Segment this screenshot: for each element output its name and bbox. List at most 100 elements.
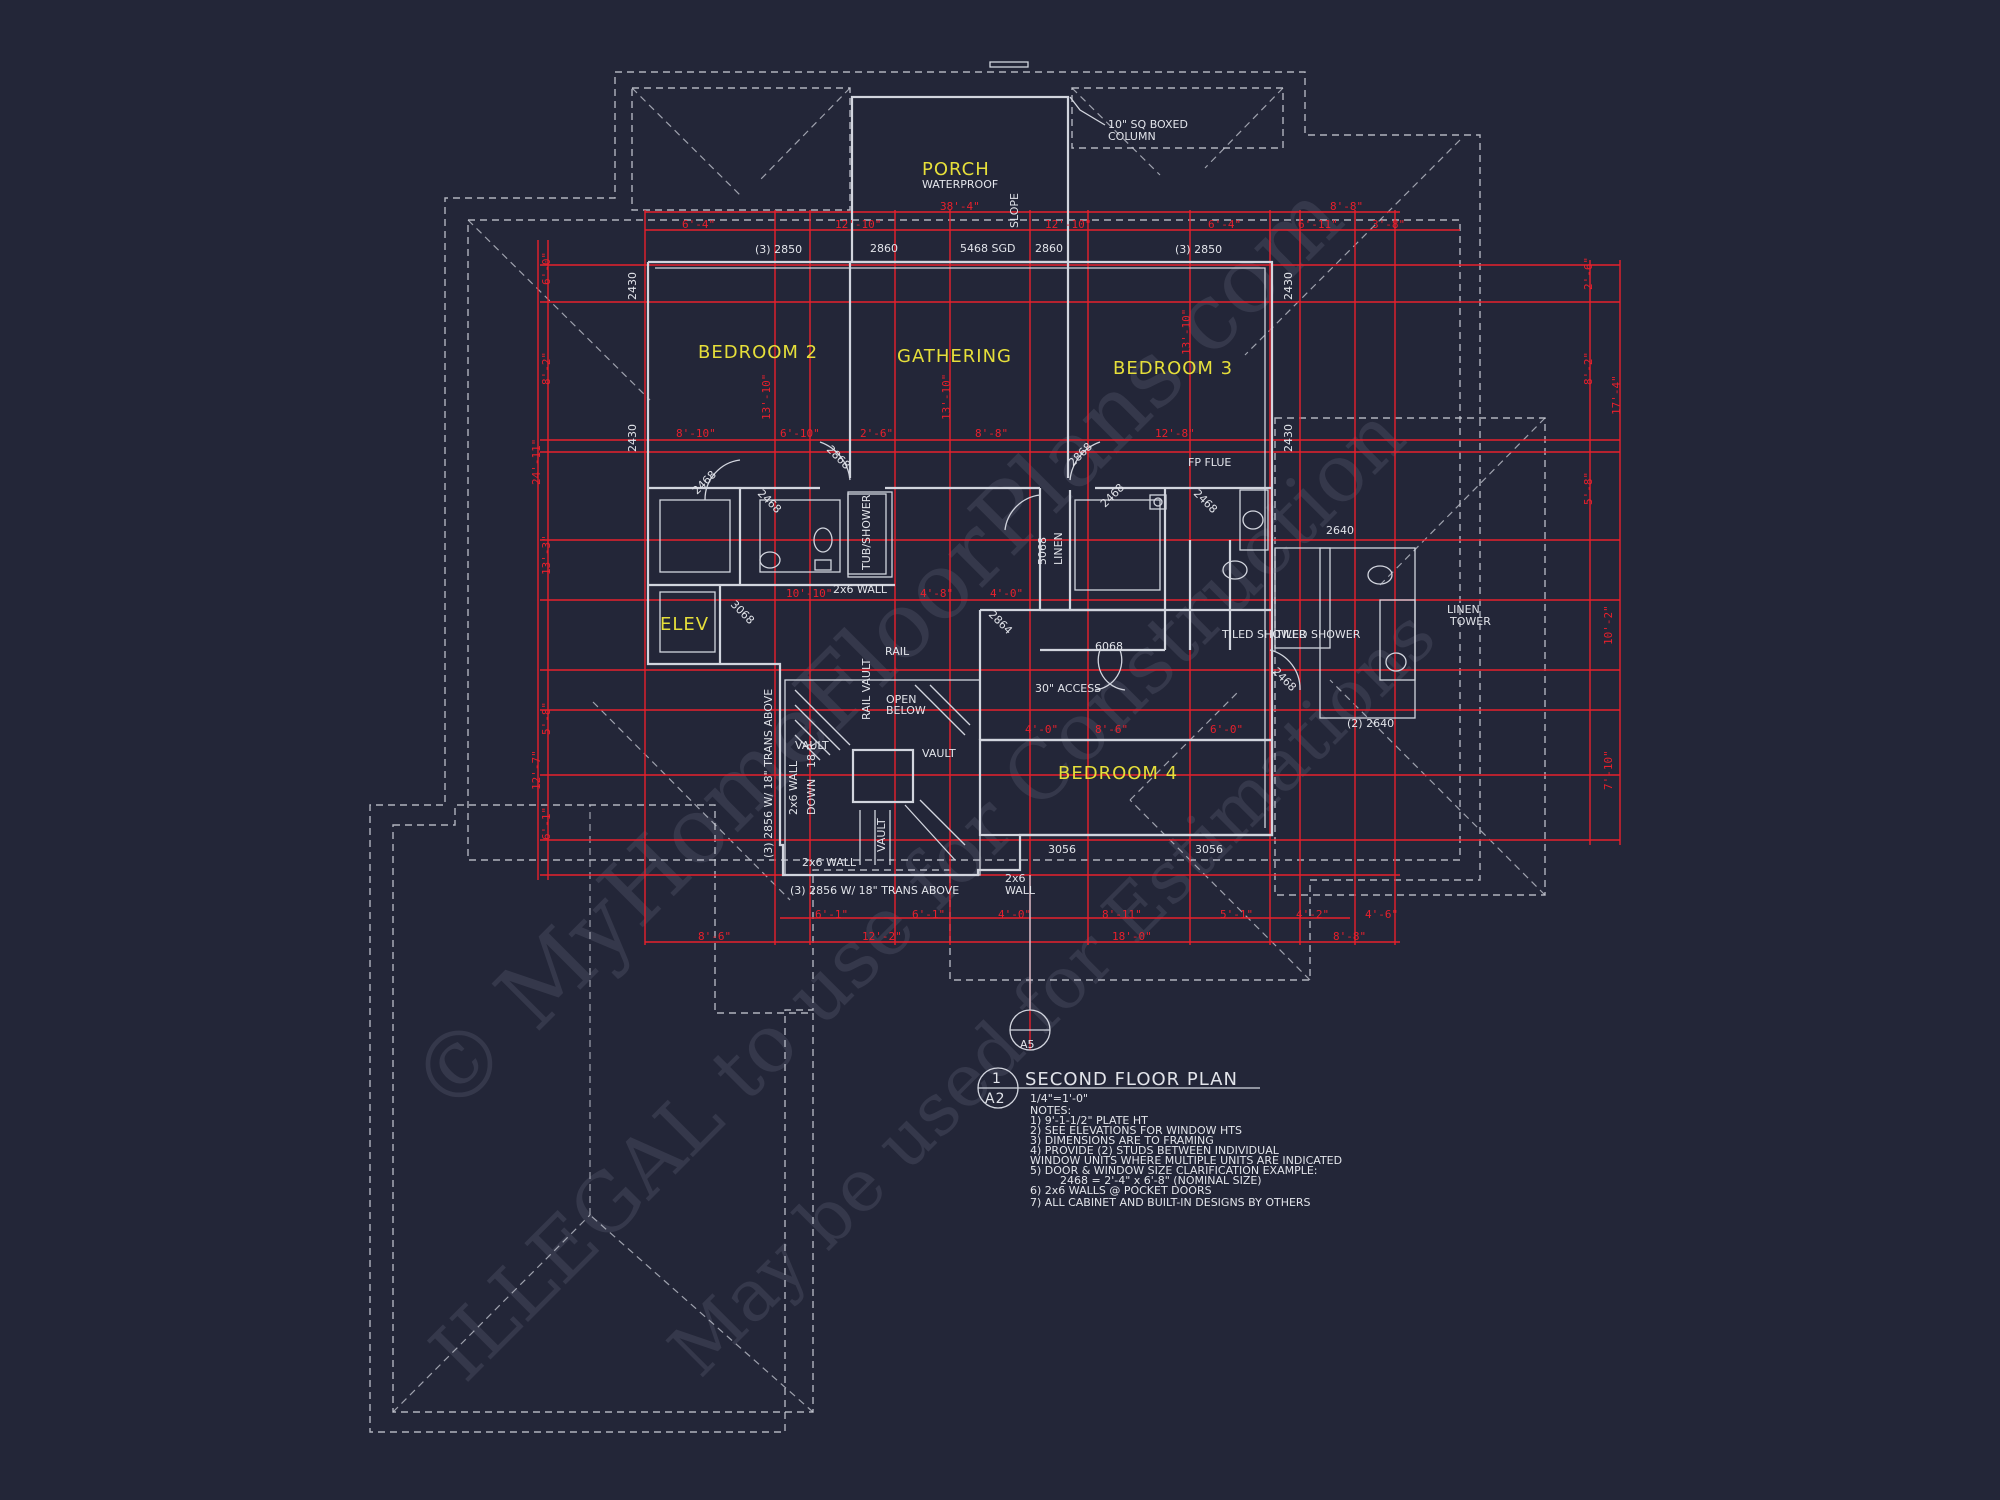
tub-shower-icon [847,493,887,575]
note-line: 1) 9'-1-1/2" PLATE HT [1030,1114,1148,1127]
note-line: 6) 2x6 WALLS @ POCKET DOORS [1030,1184,1212,1197]
sink-icon-2 [1242,510,1264,530]
room-sublabel-porch: WATERPROOF [922,178,998,191]
dim-label: 13'-10" [760,374,773,420]
window-tag: 3056 [1048,843,1076,856]
dim-label: 4'-0" [998,908,1031,921]
dim-label: 7'-10" [1602,750,1615,790]
stair-wall-label-2: 2x6 WALL [802,856,857,869]
sheet-number: A2 [985,1091,1005,1107]
dim-label: 4'-8" [920,587,953,600]
fp-flue-icon [1149,494,1167,510]
dim-label: 24'-11" [530,439,543,485]
window-tag: 3056 [1195,843,1223,856]
room-label-bedroom-2: BEDROOM 2 [698,342,818,363]
dim-label: 12'-10" [1045,218,1091,231]
tiled-shower-label-2: TILED SHOWER [1275,628,1361,641]
rail-vault-label: RAIL VAULT [860,658,873,720]
window-tag: 2430 [626,424,639,452]
fp-flue-label: FP FLUE [1188,456,1231,469]
dim-label: 6'-10" [780,427,820,440]
rail-label: RAIL [885,645,910,658]
dim-label: 8'-2" [540,352,553,385]
column-note-2: COLUMN [1108,130,1156,143]
wall-2x6-right-label: 2x6 [1005,872,1026,885]
dim-label: 12'-2" [862,930,902,943]
dim-label: 13'-10" [940,374,953,420]
note-line: 4) PROVIDE (2) STUDS BETWEEN INDIVIDUAL [1030,1144,1280,1157]
open-below-label-2: BELOW [886,704,926,717]
plan-scale: 1/4"=1'-0" [1030,1092,1088,1105]
door-tag: 2868 [824,443,853,472]
dim-label: 18'-0" [1112,930,1152,943]
door-tag: 2468 [755,487,784,516]
dim-label: 12'-7" [530,750,543,790]
room-labels: PORCH WATERPROOF BEDROOM 2 GATHERING BED… [660,159,1232,784]
dim-label: 38'-4" [940,200,980,213]
access-label: 30" ACCESS [1035,682,1101,695]
window-tag: 2430 [1282,272,1295,300]
dim-label: 10'-10" [786,587,832,600]
vault-label: VAULT [795,739,829,752]
bedroom-4-outline [978,738,1274,837]
linen-tower-label: LINEN [1447,603,1480,616]
dim-label: 5'-8" [540,702,553,735]
tiled-shower-label: TILED SHOWER [1221,628,1307,641]
dim-label: 6'-4" [1208,218,1241,231]
note-line: WINDOW UNITS WHERE MULTIPLE UNITS ARE IN… [1030,1154,1342,1167]
stair-count-label: 18 R [805,743,818,768]
window-tag: 2860 [1035,242,1063,255]
dim-label: 10'-2" [1602,605,1615,645]
dim-label: 6'-1" [912,908,945,921]
dim-label: 12'-8" [1155,427,1195,440]
window-tag: 2430 [626,272,639,300]
dim-label: 17'-4" [1610,375,1623,415]
column-note: 10" SQ BOXED [1108,118,1188,131]
dim-label: 6'-1" [815,908,848,921]
dim-label: 4'-0" [1025,723,1058,736]
dim-label: 6'-4" [682,218,715,231]
sink-icon [759,551,781,569]
note-line: 3) DIMENSIONS ARE TO FRAMING [1030,1134,1214,1147]
dim-label: 2'-6" [1582,257,1595,290]
sink-icon-3 [1385,652,1407,672]
dim-label: 5'-1" [1220,908,1253,921]
window-tag: 2860 [870,242,898,255]
room-label-porch: PORCH [922,159,990,180]
section-marker-label: A5 [1020,1038,1035,1051]
dim-label: 8'-6" [1095,723,1128,736]
note-line: 2468 = 2'-4" x 6'-8" (NOMINAL SIZE) [1060,1174,1262,1187]
toilet-icon [813,527,833,553]
tub-shower-label: TUB/SHOWER [860,494,873,571]
dim-label: 8'-8" [1333,930,1366,943]
door-swing-icon-2 [1069,441,1101,481]
plan-title: SECOND FLOOR PLAN [1025,1069,1238,1090]
note-line: 7) ALL CABINET AND BUILT-IN DESIGNS BY O… [1030,1196,1311,1209]
stair-side-label: (3) 2856 W/ 18" TRANS ABOVE [762,689,775,858]
roof-lines [369,71,1546,1433]
door-swing-icon [819,441,851,481]
dim-label: 12'-10" [835,218,881,231]
dim-label: 6'-1" [540,807,553,840]
door-tag: 2468 [690,468,719,497]
stair-treads [794,684,971,865]
window-tag: (3) 2850 [1175,243,1222,256]
dim-label: 6'-0" [540,252,553,285]
dim-label: 13'-10" [1180,309,1193,355]
door-tag: 3068 [728,598,757,627]
window-tag: (3) 2850 [755,243,802,256]
dim-label: 8'-8" [975,427,1008,440]
dim-label: 13'-3" [540,535,553,575]
stair-wall-label: 2x6 WALL [787,760,800,815]
stair-down-label: DOWN [805,779,818,815]
door-tag: 5068 [1036,537,1049,565]
vault-label-2: VAULT [922,747,956,760]
slope-label: SLOPE [1008,193,1021,228]
dim-label: 8'-10" [676,427,716,440]
open-below-label: OPEN [886,693,916,706]
vault-label-3: VAULT [875,818,888,852]
room-label-elev: ELEV [660,614,709,635]
note-line: 5) DOOR & WINDOW SIZE CLARIFICATION EXAM… [1030,1164,1318,1177]
room-label-gathering: GATHERING [897,346,1012,367]
title-block: A5 1 A2 SECOND FLOOR PLAN 1/4"=1'-0" NOT… [985,1038,1342,1209]
